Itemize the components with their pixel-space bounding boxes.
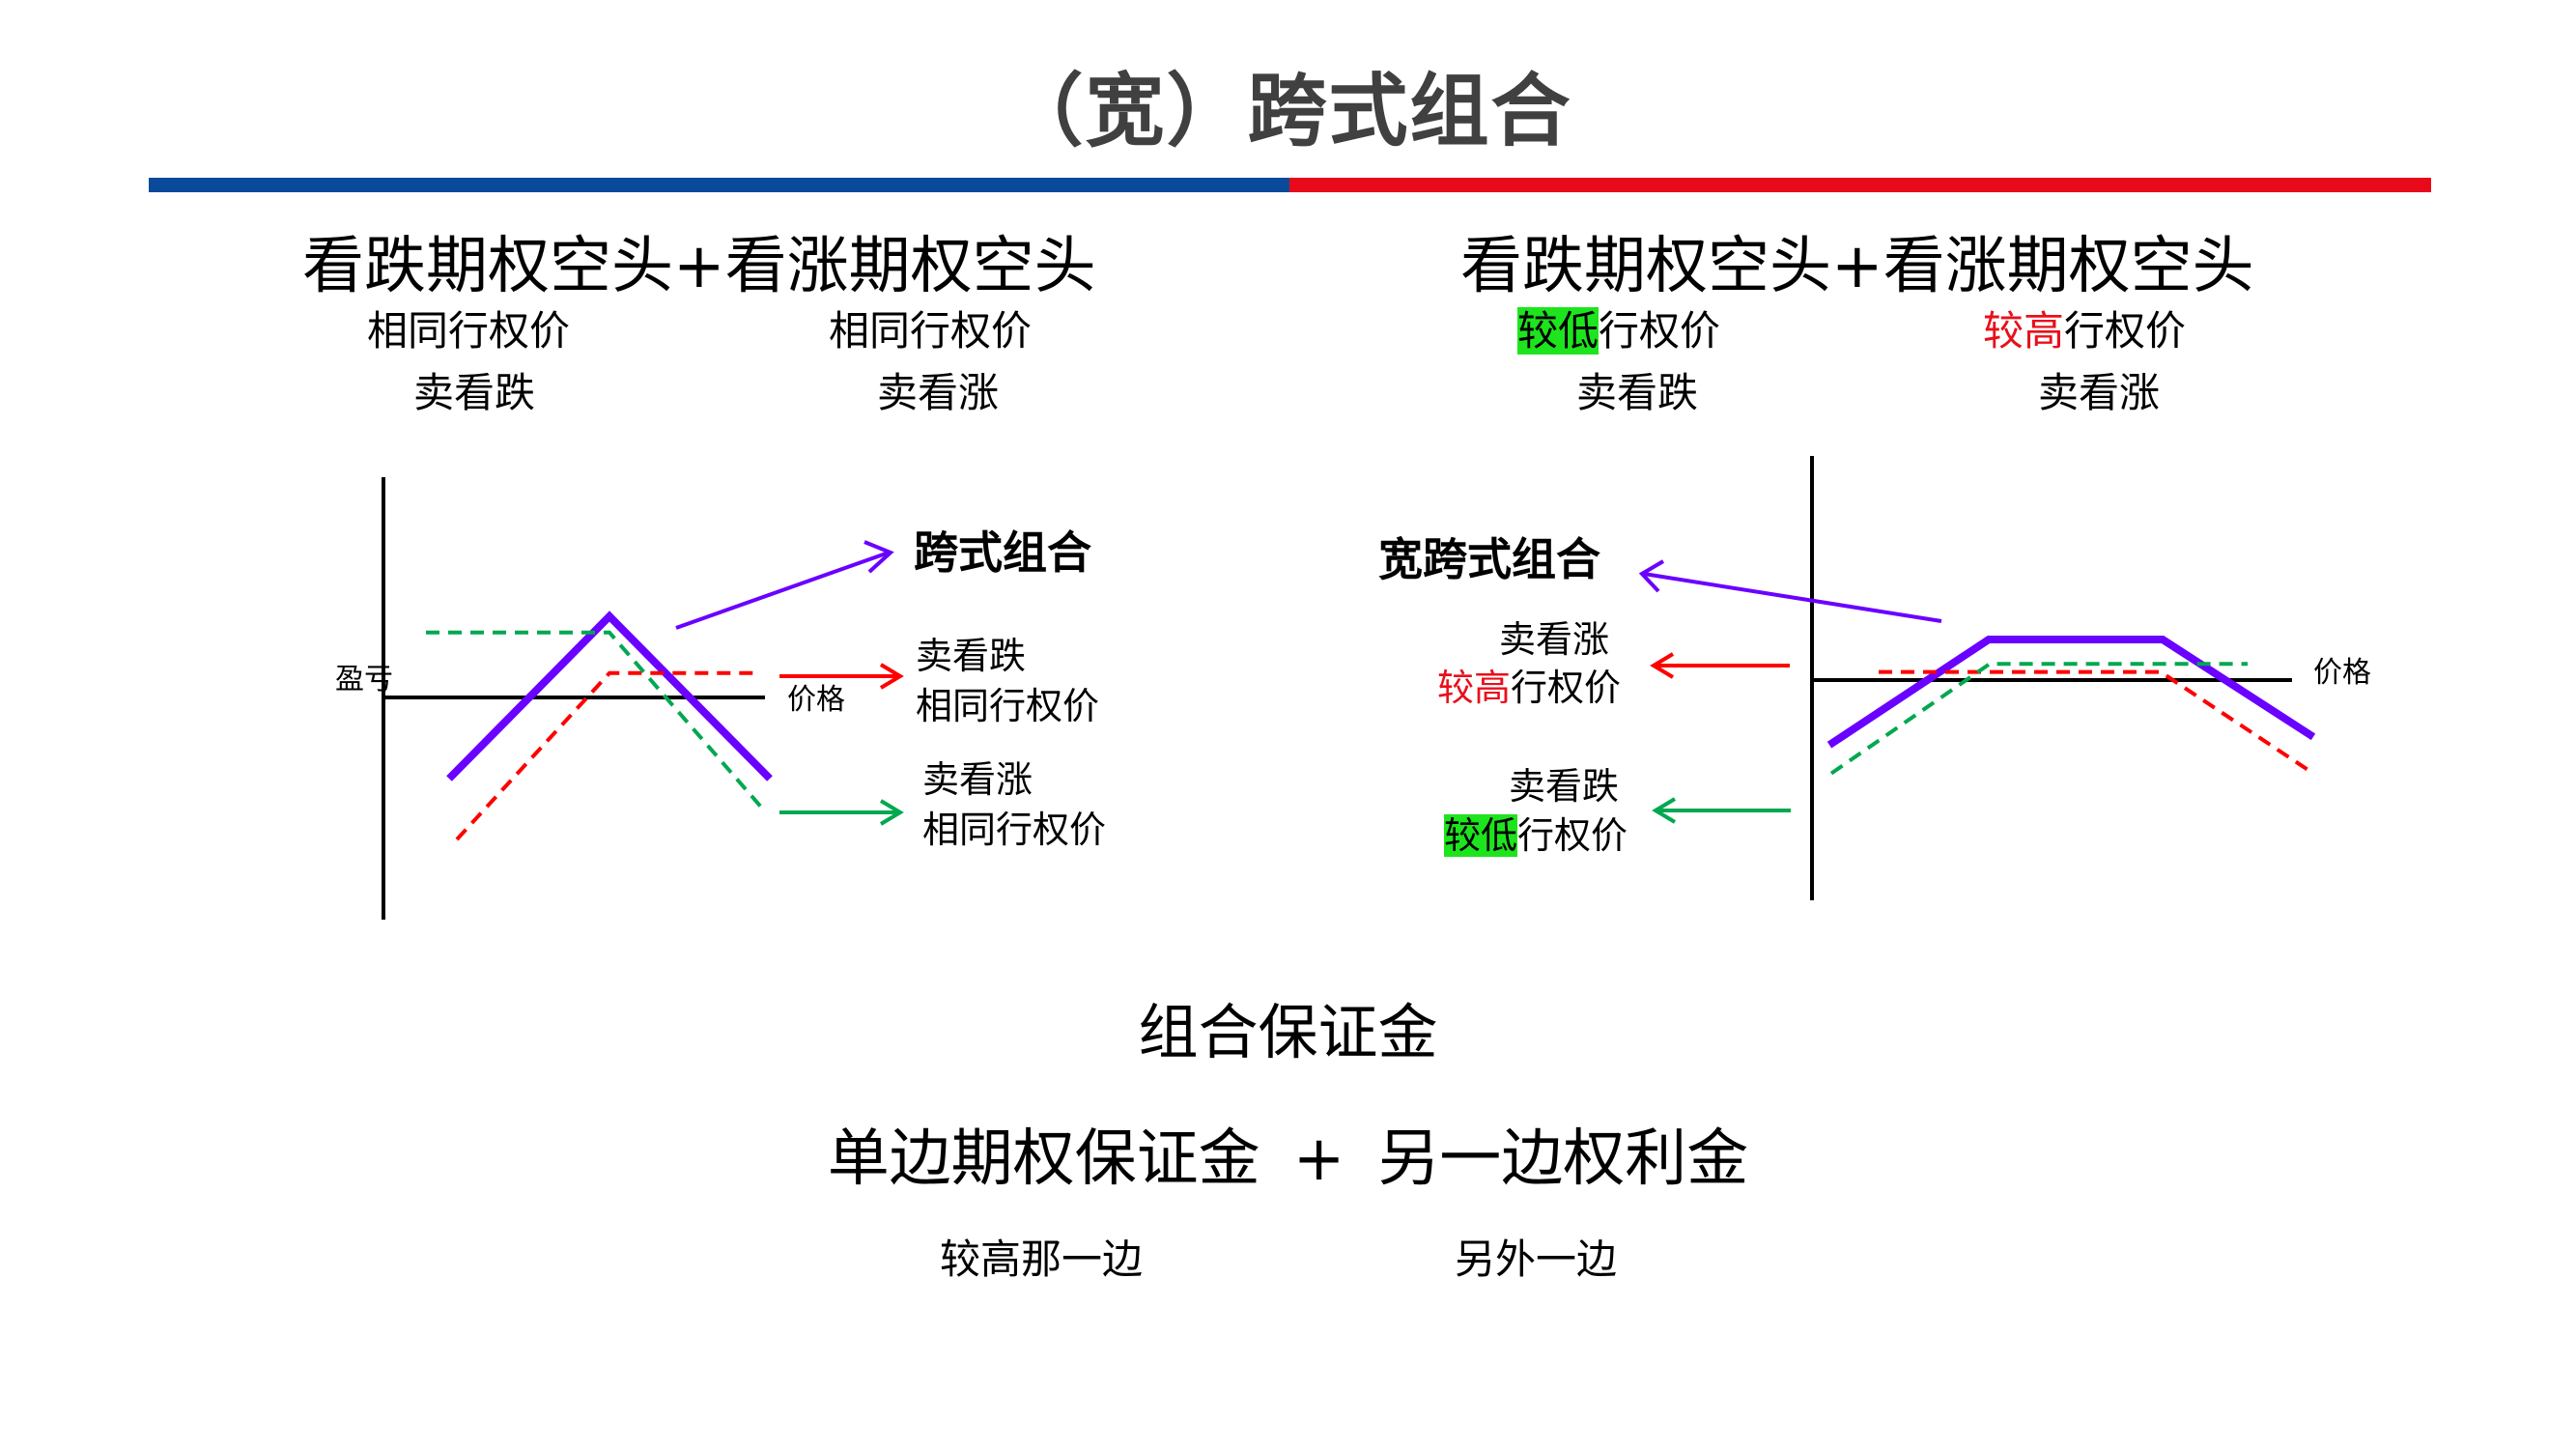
left-call-arrow — [779, 799, 904, 826]
left-y-axis-label: 盈亏 — [335, 663, 393, 696]
left-put-action: 卖看跌 — [413, 369, 536, 416]
left-put-arrow — [779, 663, 904, 690]
left-x-axis-label: 价格 — [787, 683, 845, 717]
left-call-action: 卖看涨 — [877, 369, 1000, 416]
left-series-dashed-a-line — [455, 670, 760, 841]
left-put-label-note: 相同行权价 — [916, 685, 1100, 727]
right-combo-arrow — [1638, 559, 1942, 623]
right-x-axis-label: 价格 — [2313, 656, 2371, 690]
margin-formula: 单边期权保证金+另一边权利金 — [0, 1128, 2576, 1190]
margin-heading: 组合保证金 — [1138, 997, 1438, 1067]
right-call-arrow — [1650, 652, 1790, 679]
left-combo-label: 跨式组合 — [914, 526, 1091, 579]
right-put-arrow — [1652, 797, 1791, 824]
divider-bar-red — [1289, 178, 2431, 192]
right-put-label-note: 较低行权价 — [1444, 814, 1628, 857]
higher-strike-highlight: 较高 — [1983, 307, 2065, 355]
right-put-action: 卖看跌 — [1576, 369, 1699, 416]
right-put-label-action: 卖看跌 — [1509, 765, 1620, 808]
right-series-dashed-a-line — [1879, 669, 2315, 776]
right-combo-label: 宽跨式组合 — [1378, 533, 1600, 585]
lower-strike-highlight: 较低 — [1517, 307, 1599, 355]
slide-title: （宽）跨式组合 — [1004, 66, 1572, 157]
right-series-combo-line — [1826, 636, 2316, 749]
left-call-strike-note: 相同行权价 — [829, 307, 1033, 355]
formula-right: 另一边权利金 — [1377, 1123, 1749, 1195]
left-chart — [382, 477, 773, 920]
left-put-label-action: 卖看跌 — [916, 635, 1027, 677]
formula-plus: + — [1292, 1123, 1345, 1195]
right-series-dashed-b-line — [1829, 662, 2248, 776]
right-chart — [1810, 456, 2316, 900]
divider-bar-blue — [149, 178, 1289, 192]
left-put-strike-note: 相同行权价 — [367, 307, 571, 355]
right-call-label-action: 卖看涨 — [1499, 618, 1610, 661]
right-call-label-note: 较高行权价 — [1437, 667, 1622, 709]
margin-note-left: 较高那一边 — [940, 1236, 1144, 1283]
left-call-label-action: 卖看涨 — [922, 758, 1033, 801]
margin-note-right: 另外一边 — [1455, 1236, 1618, 1283]
right-put-strike-note: 较低行权价 — [1517, 307, 1721, 355]
right-heading: 看跌期权空头+看涨期权空头 — [1460, 231, 2254, 302]
right-call-action: 卖看涨 — [2038, 369, 2161, 416]
left-call-label-note: 相同行权价 — [922, 809, 1107, 851]
left-series-dashed-b-line — [426, 630, 763, 809]
left-heading: 看跌期权空头+看涨期权空头 — [302, 231, 1096, 302]
formula-left: 单边期权保证金 — [827, 1123, 1260, 1195]
left-combo-arrow — [675, 540, 894, 630]
left-series-combo-line — [446, 611, 773, 781]
right-call-strike-note: 较高行权价 — [1983, 307, 2187, 355]
